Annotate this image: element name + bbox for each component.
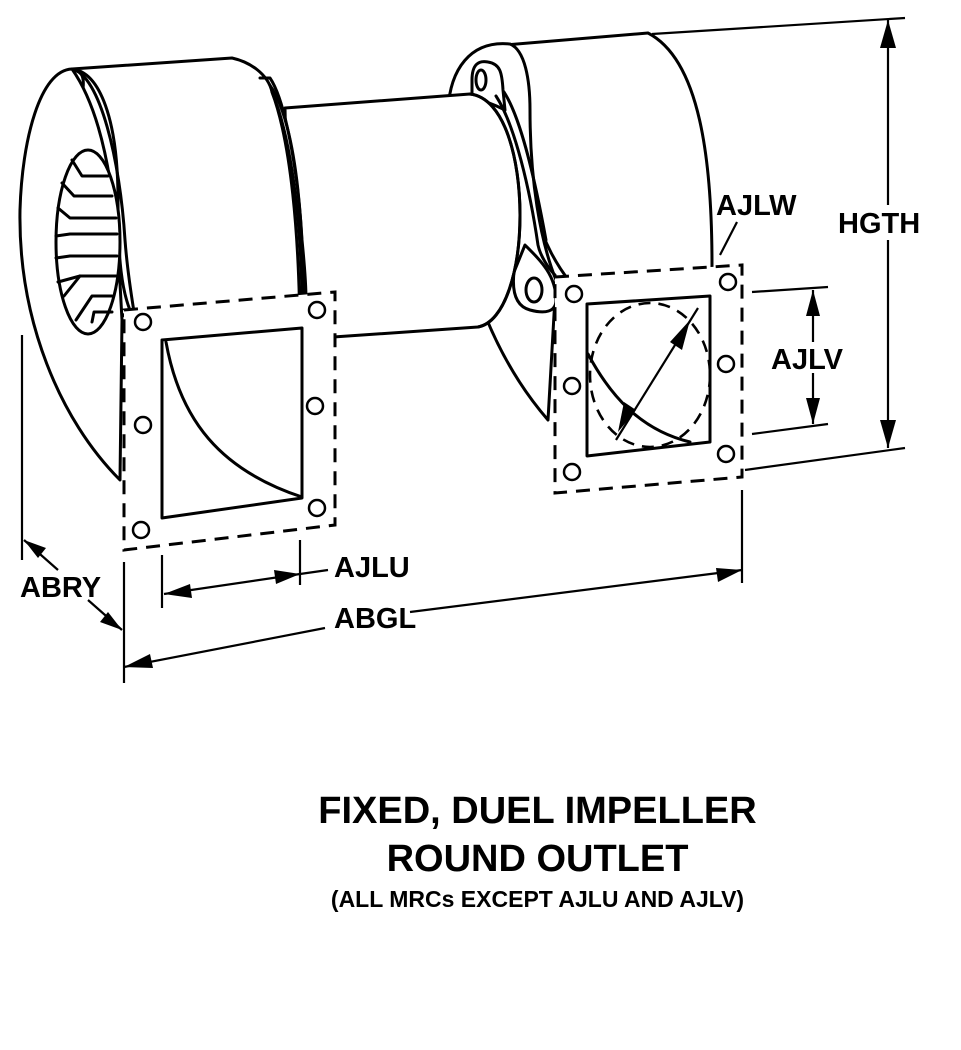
dimension-ajlu: AJLU: [160, 540, 410, 608]
bolt-hole-icon: [133, 312, 153, 332]
diameter-arrow-icon: [618, 402, 636, 432]
bolt-hole-icon: [131, 520, 151, 540]
bolt-hole-icon: [562, 462, 582, 482]
ajlv-label: AJLV: [771, 344, 844, 376]
impeller-blades-icon: [54, 158, 119, 324]
bolt-hole-icon: [307, 498, 327, 518]
right-outlet-flange: [553, 263, 744, 495]
motor-body: [283, 92, 522, 342]
dimension-hgth: HGTH: [651, 16, 920, 472]
impeller-inlet: [54, 148, 122, 336]
left-blower-housing: [18, 56, 308, 482]
mount-hole-icon: [474, 68, 488, 92]
bolt-hole-icon: [716, 444, 736, 464]
bolt-hole-icon: [716, 354, 736, 374]
hgth-label: HGTH: [838, 208, 920, 240]
diagram-title-note: (ALL MRCs EXCEPT AJLU AND AJLV): [330, 886, 745, 912]
diagram-title-line2: ROUND OUTLET: [386, 838, 689, 880]
bolt-hole-icon: [564, 284, 584, 304]
dimension-ajlv: AJLV: [751, 285, 844, 436]
abry-label: ABRY: [20, 572, 101, 604]
diagram-title-line1: FIXED, DUEL IMPELLER: [318, 790, 757, 832]
abgl-label: ABGL: [334, 603, 416, 635]
dimension-abry: ABRY: [20, 335, 123, 631]
bolt-hole-icon: [305, 396, 325, 416]
bolt-hole-icon: [718, 272, 738, 292]
bolt-hole-icon: [307, 300, 327, 320]
left-outlet-flange: [122, 290, 337, 552]
ajlu-label: AJLU: [334, 552, 410, 584]
bolt-hole-icon: [562, 376, 582, 396]
dimension-ajlw: AJLW: [716, 190, 797, 256]
dimension-abgl: ABGL: [122, 490, 744, 683]
diameter-arrow-icon: [670, 320, 690, 350]
bolt-hole-icon: [133, 415, 153, 435]
ajlw-label: AJLW: [716, 190, 797, 222]
